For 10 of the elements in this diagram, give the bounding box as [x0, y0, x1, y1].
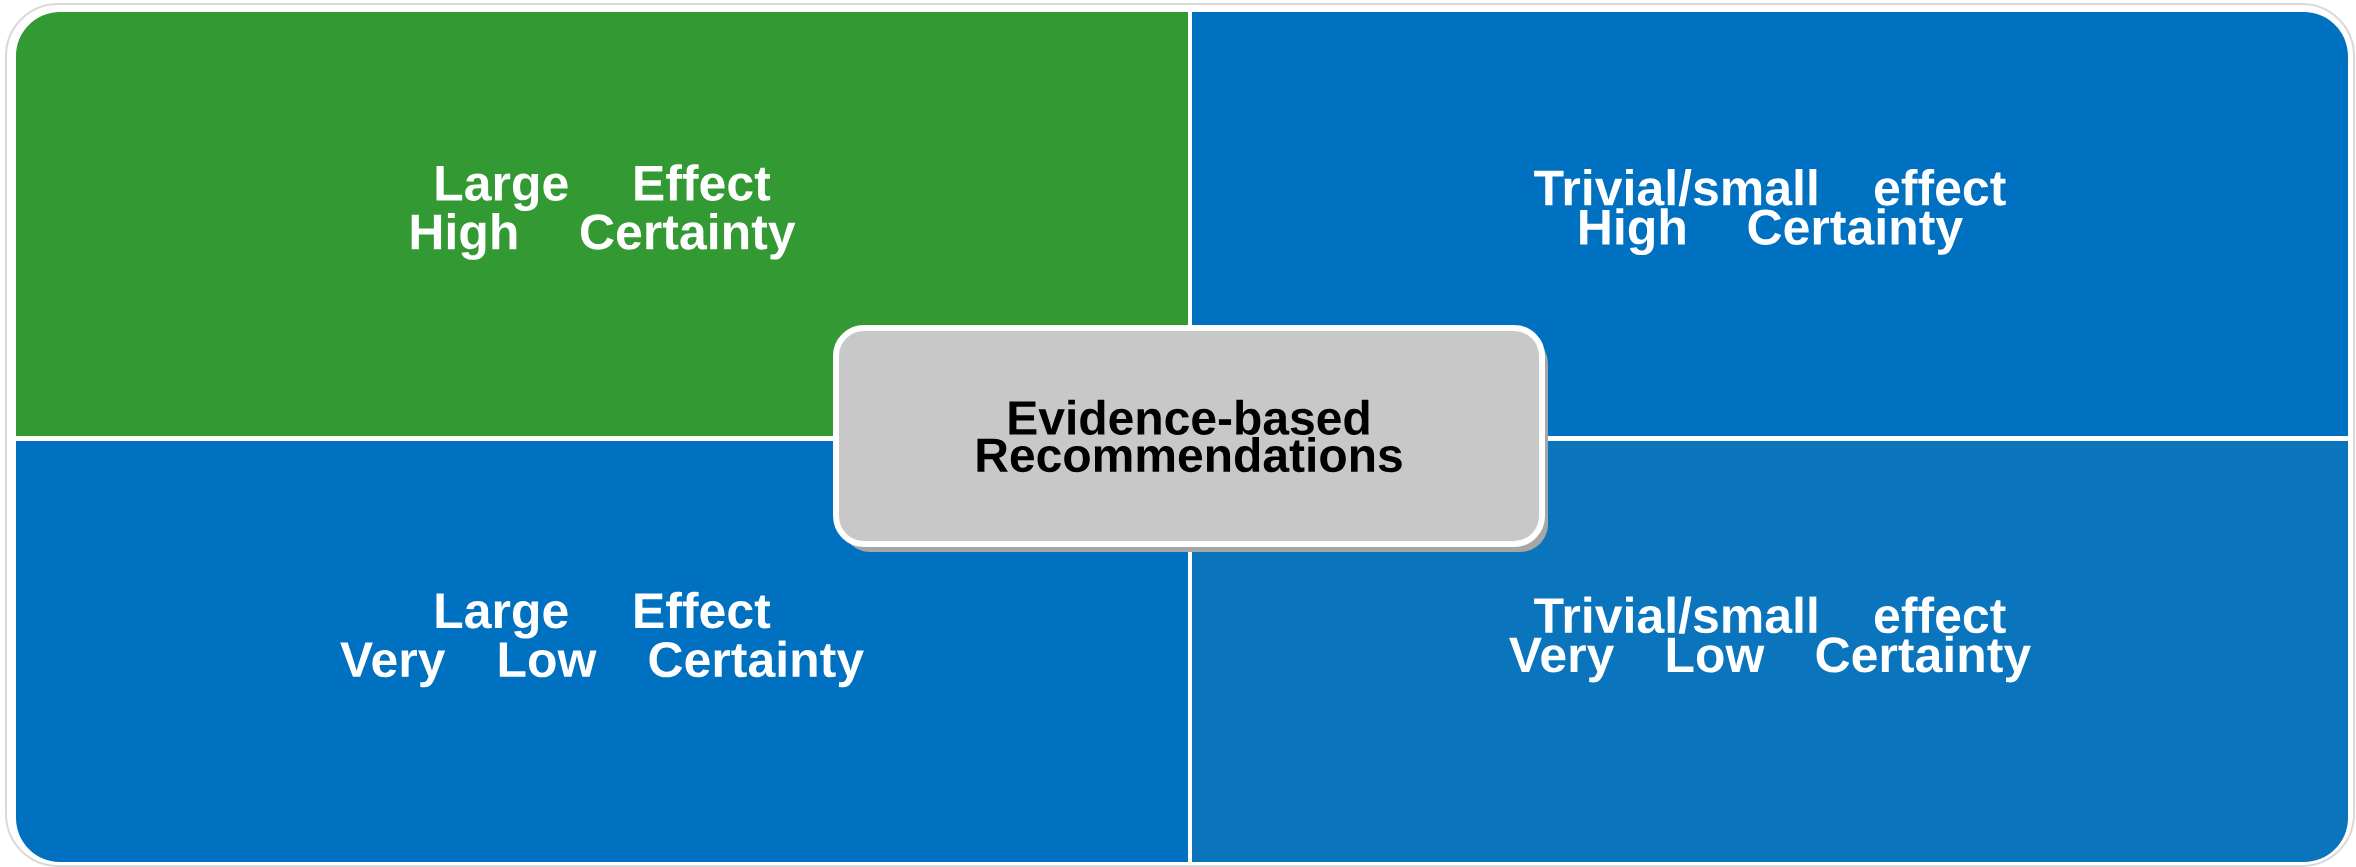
box-label: High Certainty — [1580, 208, 1963, 256]
box-label: Evidence-based Recommendations — [977, 399, 1402, 473]
box-label: Trivial/small effect — [1534, 596, 2006, 634]
box-label: High Certainty — [411, 213, 796, 260]
box-label: Trivial/small effect — [1534, 168, 2006, 207]
box-label: Large Effect — [436, 164, 771, 211]
box-label: Very Low Certainty — [1509, 635, 2031, 683]
box-label: Large Effect — [436, 591, 771, 639]
center-box — [833, 325, 1548, 552]
box-label: Very Low Certainty — [340, 640, 864, 688]
